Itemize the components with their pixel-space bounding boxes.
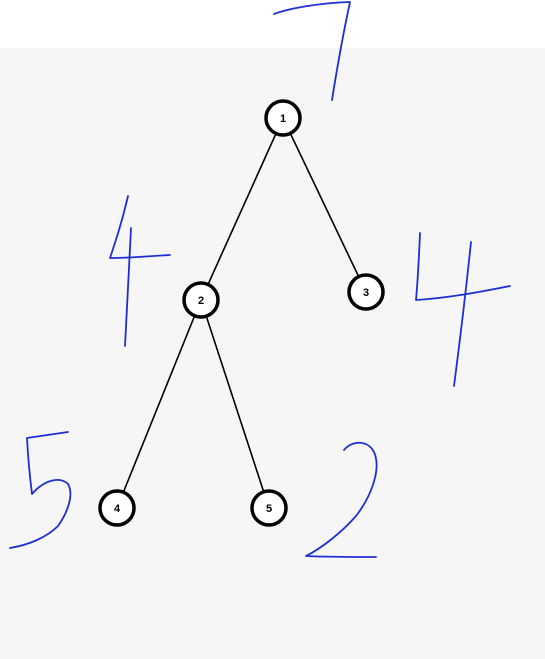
tree-node-1[interactable]: 1 xyxy=(264,99,302,137)
edge-1-3 xyxy=(282,117,367,293)
handwritten-5 xyxy=(9,431,72,549)
handwritten-7 xyxy=(273,1,351,101)
canvas-background xyxy=(0,48,545,659)
edge-2-4 xyxy=(116,299,202,509)
handwritten-4-right xyxy=(415,232,511,387)
tree-node-5[interactable]: 5 xyxy=(250,489,288,527)
edge-2-5 xyxy=(200,299,270,509)
node-label-2: 2 xyxy=(198,295,204,307)
tree-node-4[interactable]: 4 xyxy=(98,489,136,527)
tree-node-2[interactable]: 2 xyxy=(182,281,220,319)
node-label-5: 5 xyxy=(266,503,272,515)
edge-1-2 xyxy=(200,117,284,301)
tree-edges xyxy=(116,117,367,509)
handwritten-4-left xyxy=(109,195,171,347)
node-label-1: 1 xyxy=(280,113,286,125)
node-label-4: 4 xyxy=(114,503,121,515)
tree-node-3[interactable]: 3 xyxy=(347,273,385,311)
node-label-3: 3 xyxy=(363,287,369,299)
handwritten-2 xyxy=(305,441,378,558)
handwritten-annotations xyxy=(9,1,511,558)
